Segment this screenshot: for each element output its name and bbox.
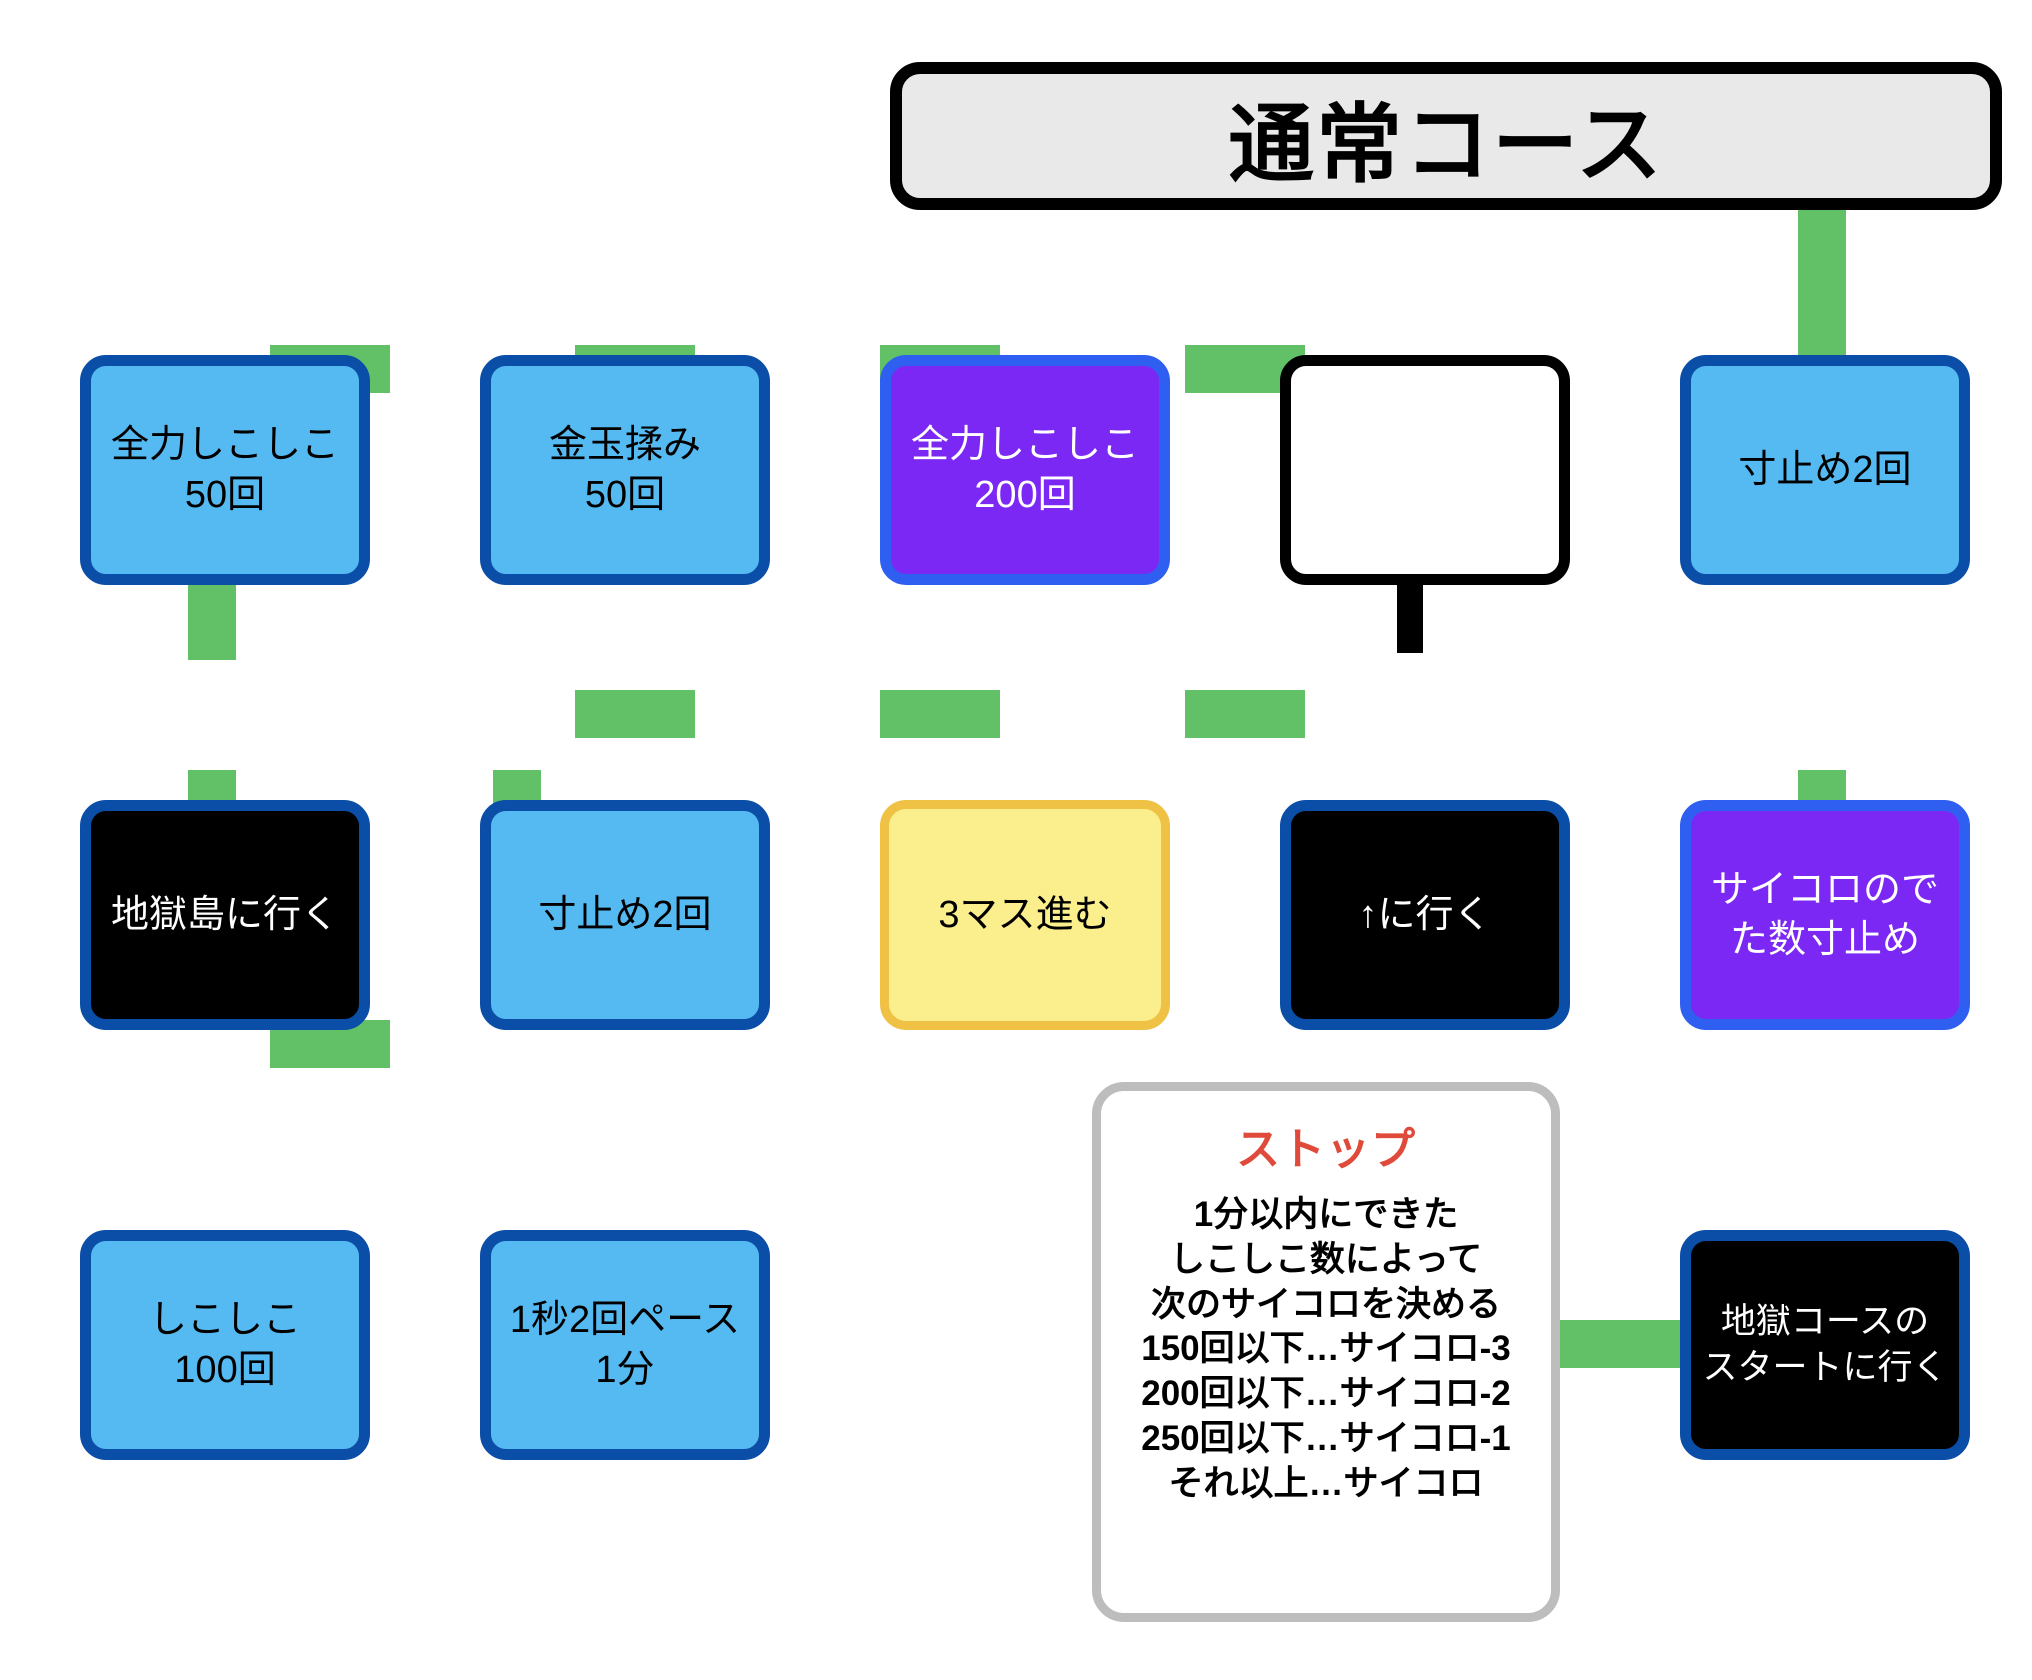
stop-panel-body: 1分以内にできた しこしこ数によって 次のサイコロを決める 150回以下…サイコ… [1141,1195,1511,1503]
cell-label: 地獄コースの スタートに行く [1702,1301,1948,1387]
cell-1byou-2kai-pace-1pun[interactable]: 1秒2回ペース 1分 [480,1230,770,1460]
cell-sundome-2-row2[interactable]: 寸止め2回 [480,800,770,1030]
cell-empty-blank[interactable] [1280,355,1570,585]
connector-r2c4-r2c5 [1185,690,1305,738]
cell-kintama-momi-50[interactable]: 金玉揉み 50回 [480,355,770,585]
cell-up-arrow-ni-iku[interactable]: ↑に行く [1280,800,1570,1030]
cell-label: 寸止め2回 [1738,448,1912,491]
cell-zenryoku-shikoshiko-50[interactable]: 全力しこしこ 50回 [80,355,370,585]
cell-label: 3マス進む [938,893,1112,936]
cell-3-masu-susumu[interactable]: 3マス進む [880,800,1170,1030]
cell-zenryoku-shikoshiko-200[interactable]: 全力しこしこ 200回 [880,355,1170,585]
cell-label: ↑に行く [1358,893,1492,936]
course-title-text: 通常コース [1228,96,1664,193]
cell-label: 全力しこしこ 200回 [910,423,1139,516]
cell-sundome-2-row1[interactable]: 寸止め2回 [1680,355,1970,585]
cell-label: サイコロので た数寸止め [1710,868,1939,961]
cell-label: しこしこ 100回 [148,1298,301,1391]
cell-shikoshiko-100[interactable]: しこしこ 100回 [80,1230,370,1460]
cell-label: 地獄島に行く [110,893,339,936]
cell-label: 金玉揉み 50回 [548,423,701,516]
stop-panel-title: ストップ [1236,1125,1416,1174]
cell-saikoro-no-deta-kazu-sundome[interactable]: サイコロので た数寸止め [1680,800,1970,1030]
connector-r2c3-r2c4 [880,690,1000,738]
course-title-banner: 通常コース [890,62,2002,210]
stop-rules-panel: ストップ 1分以内にできた しこしこ数によって 次のサイコロを決める 150回以… [1092,1082,1560,1622]
cell-label: 全力しこしこ 50回 [110,423,339,516]
connector-r2c2-r2c3 [575,690,695,738]
connector-title-to-r1c5 [1798,205,1846,370]
cell-label: 1秒2回ペース 1分 [509,1298,741,1391]
cell-label: 寸止め2回 [538,893,712,936]
cell-jigoku-course-start-ni-iku[interactable]: 地獄コースの スタートに行く [1680,1230,1970,1460]
cell-jigokujima-ni-iku[interactable]: 地獄島に行く [80,800,370,1030]
